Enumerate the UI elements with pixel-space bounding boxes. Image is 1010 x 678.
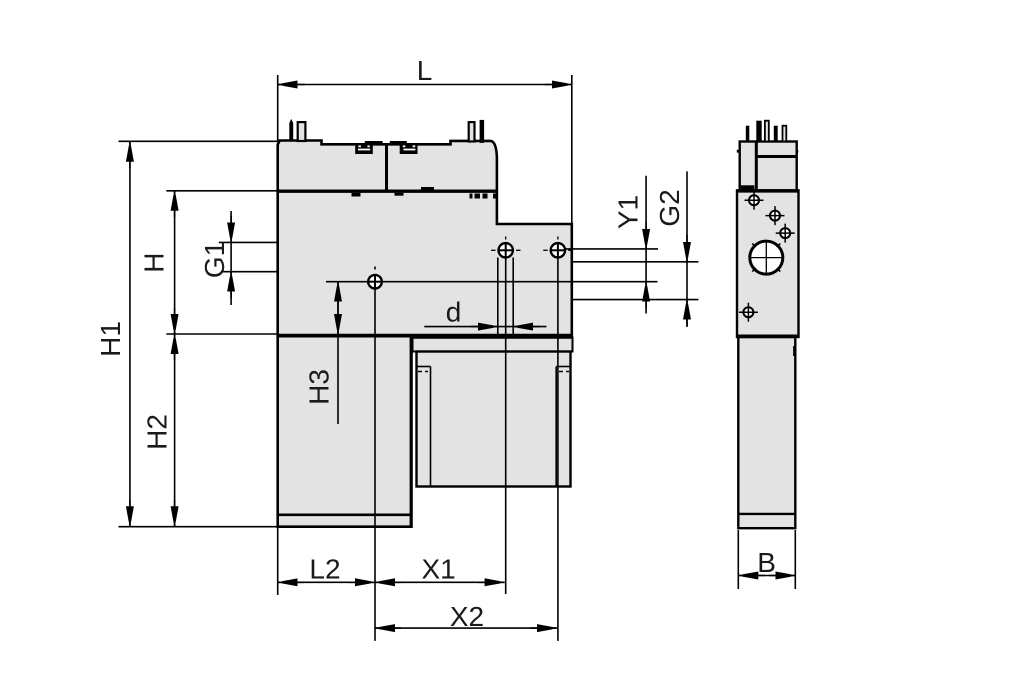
svg-text:H1: H1 xyxy=(95,321,126,357)
svg-text:B: B xyxy=(757,547,776,578)
svg-text:H2: H2 xyxy=(142,414,173,450)
svg-text:X1: X1 xyxy=(421,554,455,585)
svg-text:G1: G1 xyxy=(199,241,230,278)
svg-text:H: H xyxy=(139,253,170,273)
svg-text:G2: G2 xyxy=(654,189,685,226)
svg-text:H3: H3 xyxy=(304,369,335,405)
svg-text:L: L xyxy=(417,55,433,86)
svg-text:X2: X2 xyxy=(450,601,484,632)
svg-text:d: d xyxy=(446,297,462,328)
svg-text:Y1: Y1 xyxy=(613,195,644,229)
svg-text:L2: L2 xyxy=(309,554,340,585)
